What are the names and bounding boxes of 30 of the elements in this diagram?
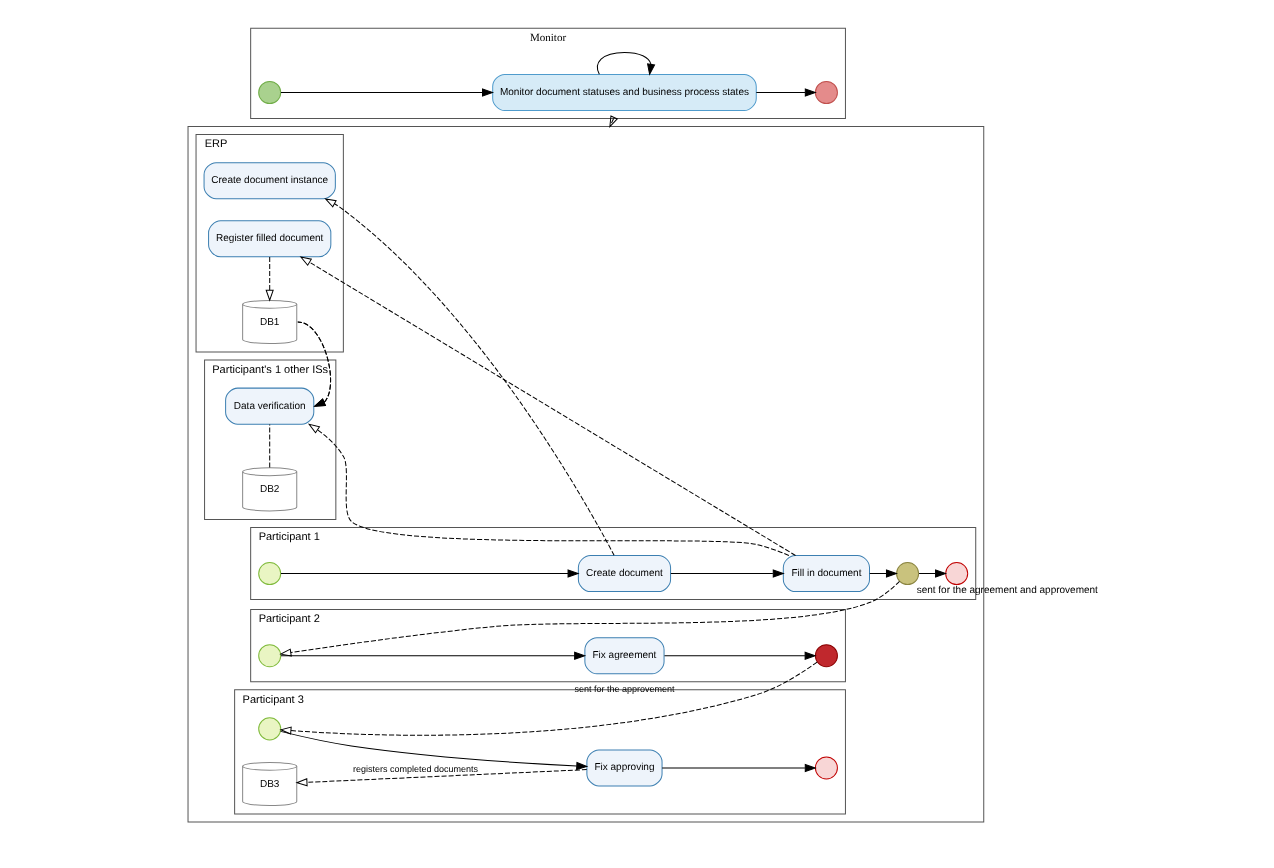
arrow [596, 51, 655, 75]
arrow [279, 580, 899, 657]
arrow [917, 569, 946, 578]
node-circle [257, 717, 281, 741]
arrow [608, 115, 617, 128]
arrow [279, 730, 587, 770]
node-circle [813, 756, 837, 780]
arrow [264, 256, 273, 301]
arrow [295, 769, 587, 787]
node-circle [813, 644, 837, 668]
arrow [299, 256, 795, 556]
arrow [324, 198, 614, 556]
arrow [279, 651, 585, 660]
connector [268, 423, 270, 469]
arrow [279, 661, 817, 736]
node-circle [944, 562, 968, 586]
arrow [669, 569, 783, 578]
arrow [296, 321, 331, 407]
node-circle [813, 80, 837, 104]
arrow [754, 88, 815, 97]
arrow [868, 569, 896, 578]
node-circle [257, 80, 281, 104]
node-circle [895, 562, 919, 586]
arrow [307, 423, 789, 556]
node-circle [257, 644, 281, 668]
arrow [663, 651, 815, 660]
node-circle [257, 562, 281, 586]
arrow [279, 569, 578, 578]
arrow [279, 88, 493, 97]
arrow [660, 763, 815, 772]
